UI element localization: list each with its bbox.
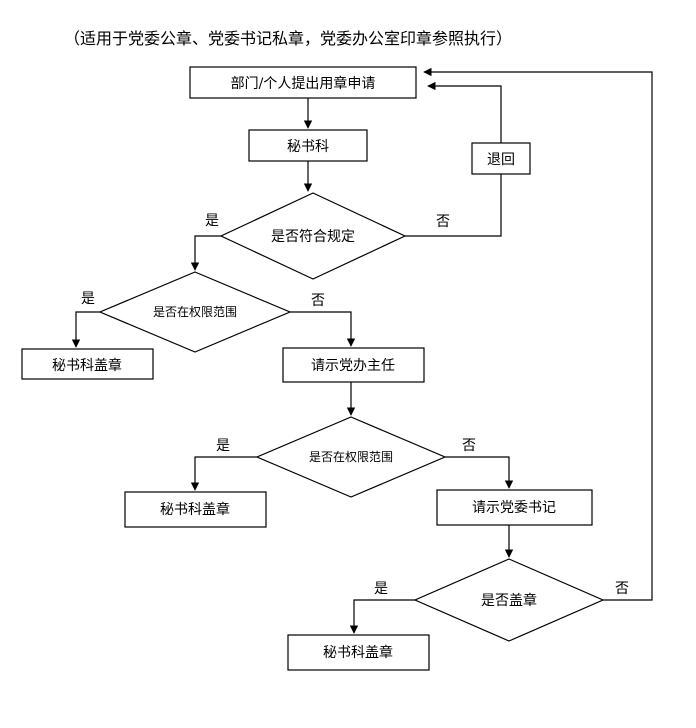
decide-seal-label: 是否盖章 [481, 592, 537, 609]
ask-director-label: 请示党办主任 [311, 358, 395, 374]
secretariat-label: 秘书科 [287, 139, 329, 155]
check-rules-diamond [219, 192, 407, 280]
edge-decide-yes-to-seal-3 [349, 599, 415, 634]
no-label-1: 否 [436, 214, 450, 230]
no-label-2: 否 [311, 293, 325, 309]
yes-label-2: 是 [81, 291, 95, 307]
ask-director-box [282, 347, 425, 383]
seal-2-box [124, 491, 267, 528]
yes-label-1: 是 [205, 213, 219, 229]
ask-secretary-label: 请示党委书记 [472, 500, 556, 516]
edge-authority-1-yes-to-seal-1 [71, 311, 100, 348]
no-label-3: 否 [462, 438, 476, 454]
within-authority-2-diamond [255, 416, 447, 498]
yes-label-4: 是 [374, 581, 388, 597]
edge-authority-2-yes-to-seal-2 [190, 456, 257, 491]
within-authority-2-label: 是否在权限范围 [309, 450, 393, 464]
seal-1-label: 秘书科盖章 [52, 357, 122, 374]
edge-return-to-apply [427, 81, 502, 143]
secretariat-box [248, 129, 368, 162]
return-label: 退回 [487, 152, 515, 168]
apply-label: 部门/个人提出用章申请 [231, 75, 376, 92]
subtitle: （适用于党委公章、党委书记私章，党委办公室印章参照执行） [64, 29, 512, 48]
edge-check-yes-to-authority-1 [190, 235, 221, 271]
ask-secretary-box [436, 489, 593, 526]
seal-1-box [21, 348, 154, 380]
edge-authority-2-no-to-secretary [445, 456, 514, 489]
seal-2-label: 秘书科盖章 [160, 501, 230, 518]
seal-3-box [287, 634, 430, 671]
decide-seal-diamond [413, 558, 605, 642]
within-authority-1-diamond [98, 271, 292, 353]
check-rules-label: 是否符合规定 [271, 229, 355, 245]
edge-authority-1-no-to-director [290, 311, 356, 347]
yes-label-3: 是 [216, 438, 230, 454]
edge-check-no-to-return [405, 174, 502, 237]
within-authority-1-label: 是否在权限范围 [153, 305, 237, 319]
edge-decide-no-to-apply [423, 67, 653, 601]
seal-3-label: 秘书科盖章 [323, 644, 393, 661]
apply-box [189, 66, 417, 99]
no-label-4: 否 [615, 581, 629, 597]
